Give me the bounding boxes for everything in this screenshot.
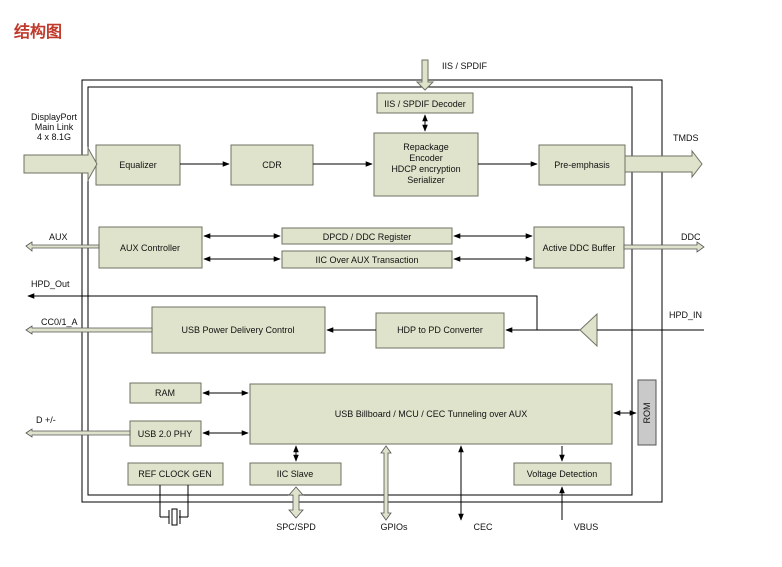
displayport-input-arrow <box>23 146 98 182</box>
cec-label: CEC <box>473 522 493 532</box>
hpd-buffer-triangle <box>579 312 598 348</box>
cdr-block <box>230 144 314 186</box>
dp-label-2: Main Link <box>35 122 74 132</box>
iis-spdif-label: IIS / SPDIF <box>442 61 488 71</box>
dp-label-1: DisplayPort <box>31 112 78 122</box>
iic-over-aux-block <box>281 250 453 269</box>
spc-spd-bus-arrow <box>288 486 304 519</box>
aux-controller-label: AUX Controller <box>120 243 180 253</box>
dpcd-register-label: DPCD / DDC Register <box>323 232 412 242</box>
gpio-bus-arrow <box>380 445 392 521</box>
hdp-to-pd-label: HDP to PD Converter <box>397 325 483 335</box>
dpcd-register-block <box>281 227 453 245</box>
cc-label: CC0/1_A <box>41 317 78 327</box>
outer-frame <box>81 79 663 503</box>
page-title: 结构图 <box>14 22 63 41</box>
iis-spdif-decoder-block <box>376 92 474 114</box>
repackage-block <box>373 132 479 197</box>
d-pm-label: D +/- <box>36 415 56 425</box>
aux-label: AUX <box>49 232 68 242</box>
active-ddc-buffer-block <box>533 226 625 269</box>
usb-d-bus-arrow <box>25 428 131 438</box>
aux-controller-block <box>98 226 203 269</box>
equalizer-block <box>95 144 181 186</box>
hpd-out-label: HPD_Out <box>31 279 70 289</box>
ddc-bus-arrow <box>623 241 705 253</box>
ref-clock-block <box>127 462 224 486</box>
spc-spd-label: SPC/SPD <box>276 522 316 532</box>
rom-block <box>637 379 657 446</box>
usb-power-delivery-block <box>151 306 326 354</box>
inner-frame <box>87 86 633 496</box>
aux-bus-arrow <box>25 241 100 252</box>
usb-power-delivery-label: USB Power Delivery Control <box>181 325 294 335</box>
rom-label: ROM <box>642 403 652 424</box>
equalizer-label: Equalizer <box>119 160 157 170</box>
iic-slave-block <box>249 462 342 486</box>
ram-label: RAM <box>155 388 175 398</box>
usb-billboard-label: USB Billboard / MCU / CEC Tunneling over… <box>335 409 528 419</box>
tmds-output-arrow <box>624 149 703 179</box>
iic-over-aux-label: IIC Over AUX Transaction <box>315 255 418 265</box>
ddc-label: DDC <box>681 232 701 242</box>
pre-emphasis-label: Pre-emphasis <box>554 160 610 170</box>
repackage-line-1: Repackage <box>403 142 449 152</box>
hpd-in-label: HPD_IN <box>669 310 702 320</box>
crystal-icon <box>159 485 189 526</box>
tmds-label: TMDS <box>673 133 699 143</box>
iis-spdif-decoder-label: IIS / SPDIF Decoder <box>384 99 466 109</box>
ram-block <box>129 382 202 404</box>
voltage-detection-block <box>513 462 612 486</box>
hpd-out-line <box>27 293 538 330</box>
pre-emphasis-block <box>538 144 626 186</box>
iis-input-arrow <box>415 59 435 91</box>
ref-clock-label: REF CLOCK GEN <box>138 469 212 479</box>
usb-phy-block <box>129 420 202 447</box>
voltage-detection-label: Voltage Detection <box>527 469 598 479</box>
repackage-line-4: Serializer <box>407 175 445 185</box>
hdp-to-pd-block <box>375 312 505 349</box>
cc-bus-arrow <box>25 325 153 335</box>
gpios-label: GPIOs <box>380 522 408 532</box>
usb-billboard-block <box>249 383 613 445</box>
active-ddc-buffer-label: Active DDC Buffer <box>543 243 616 253</box>
dp-label-3: 4 x 8.1G <box>37 132 71 142</box>
cdr-label: CDR <box>262 160 282 170</box>
repackage-line-2: Encoder <box>409 153 443 163</box>
iic-slave-label: IIC Slave <box>277 469 314 479</box>
repackage-line-3: HDCP encryption <box>391 164 460 174</box>
vbus-label: VBUS <box>574 522 599 532</box>
usb-phy-label: USB 2.0 PHY <box>138 429 193 439</box>
